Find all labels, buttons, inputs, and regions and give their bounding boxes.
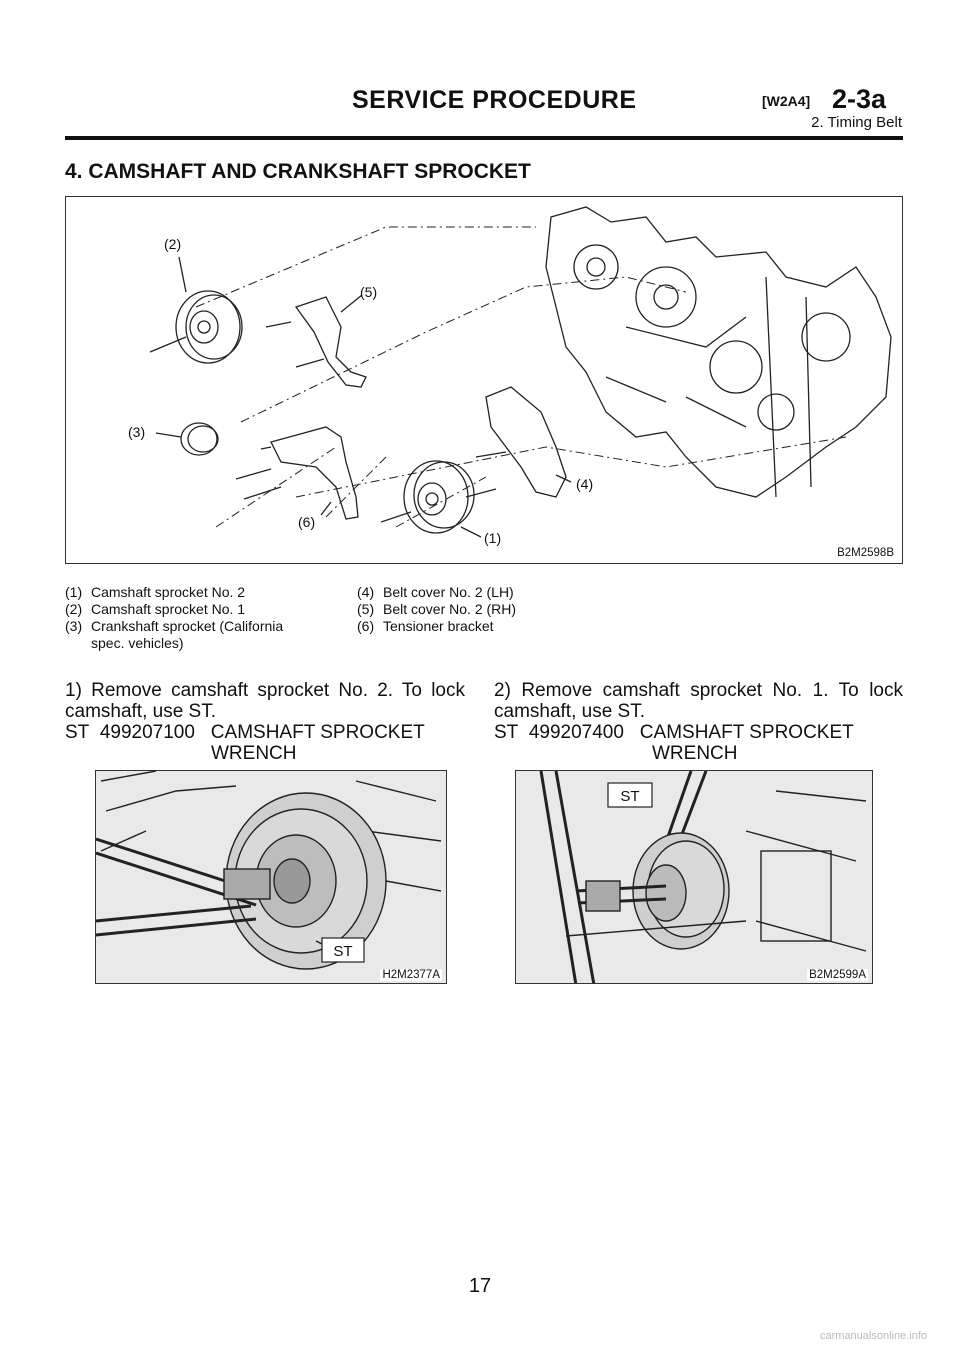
main-figure: (2) (5) (3) (4) (6) (1) B2M2598B — [65, 196, 903, 564]
step-1-tool: ST 499207100 CAMSHAFT SPROCKET — [65, 722, 465, 743]
step-1-line2: camshaft, use ST. — [65, 701, 217, 722]
legend-item: (3)Crankshaft sprocket (California — [65, 618, 284, 634]
callout-3: (3) — [128, 424, 145, 440]
footer-watermark: carmanualsonline.info — [820, 1330, 928, 1342]
st-label: ST — [65, 722, 90, 743]
step-2: 2) Remove camshaft sprocket No. 1. To lo… — [494, 680, 903, 764]
st-number: 499207100 — [99, 722, 195, 743]
legend-item: (6)Tensioner bracket — [357, 618, 494, 634]
photo-1-drawing: ST — [96, 771, 446, 983]
step-1: 1) Remove camshaft sprocket No. 2. To lo… — [65, 680, 465, 764]
step-1-line1: 1) Remove camshaft sprocket No. 2. To lo… — [65, 680, 465, 701]
photo-2-tag: ST — [620, 788, 639, 805]
main-figure-code: B2M2598B — [837, 547, 894, 559]
step-2-line1: 2) Remove camshaft sprocket No. 1. To lo… — [494, 680, 903, 701]
st-name: CAMSHAFT SPROCKET — [639, 722, 854, 743]
callout-4: (4) — [576, 476, 593, 492]
header-code: [W2A4] — [762, 93, 811, 109]
callout-2: (2) — [164, 236, 181, 252]
st-name: CAMSHAFT SPROCKET — [210, 722, 425, 743]
step-2-tool: ST 499207400 CAMSHAFT SPROCKET — [494, 722, 903, 743]
legend-right: (4)Belt cover No. 2 (LH) (5)Belt cover N… — [357, 584, 617, 635]
exploded-view-drawing: (2) (5) (3) (4) (6) (1) — [128, 206, 892, 546]
legend-item: (5)Belt cover No. 2 (RH) — [357, 601, 517, 617]
photo-2-drawing: ST — [516, 771, 872, 983]
callout-6: (6) — [298, 514, 315, 530]
legend-item: spec. vehicles) — [91, 635, 184, 651]
legend-item: (4)Belt cover No. 2 (LH) — [357, 584, 514, 600]
st-name-cont: WRENCH — [652, 743, 738, 764]
photo-1: ST H2M2377A — [95, 770, 447, 984]
step-2-line2: camshaft, use ST. — [494, 701, 646, 722]
photo-1-tag: ST — [333, 943, 352, 960]
photo-2-code: B2M2599A — [807, 969, 868, 981]
header-subtitle: 2. Timing Belt — [811, 114, 902, 131]
photo-1-code: H2M2377A — [380, 969, 442, 981]
header-section: 2-3a — [832, 84, 887, 114]
st-number: 499207400 — [528, 722, 624, 743]
header-rule — [65, 136, 903, 140]
st-label: ST — [494, 722, 519, 743]
callout-5: (5) — [360, 284, 377, 300]
legend-item: (2)Camshaft sprocket No. 1 — [65, 601, 246, 617]
callout-1: (1) — [484, 530, 501, 546]
section-title: 4. CAMSHAFT AND CRANKSHAFT SPROCKET — [65, 160, 531, 183]
legend-left: (1)Camshaft sprocket No. 2 (2)Camshaft s… — [65, 584, 345, 652]
photo-2: ST B2M2599A — [515, 770, 873, 984]
st-name-cont: WRENCH — [211, 743, 297, 764]
legend-item: (1)Camshaft sprocket No. 2 — [65, 584, 246, 600]
header-title: SERVICE PROCEDURE — [352, 86, 637, 114]
page-number: 17 — [468, 1275, 492, 1297]
